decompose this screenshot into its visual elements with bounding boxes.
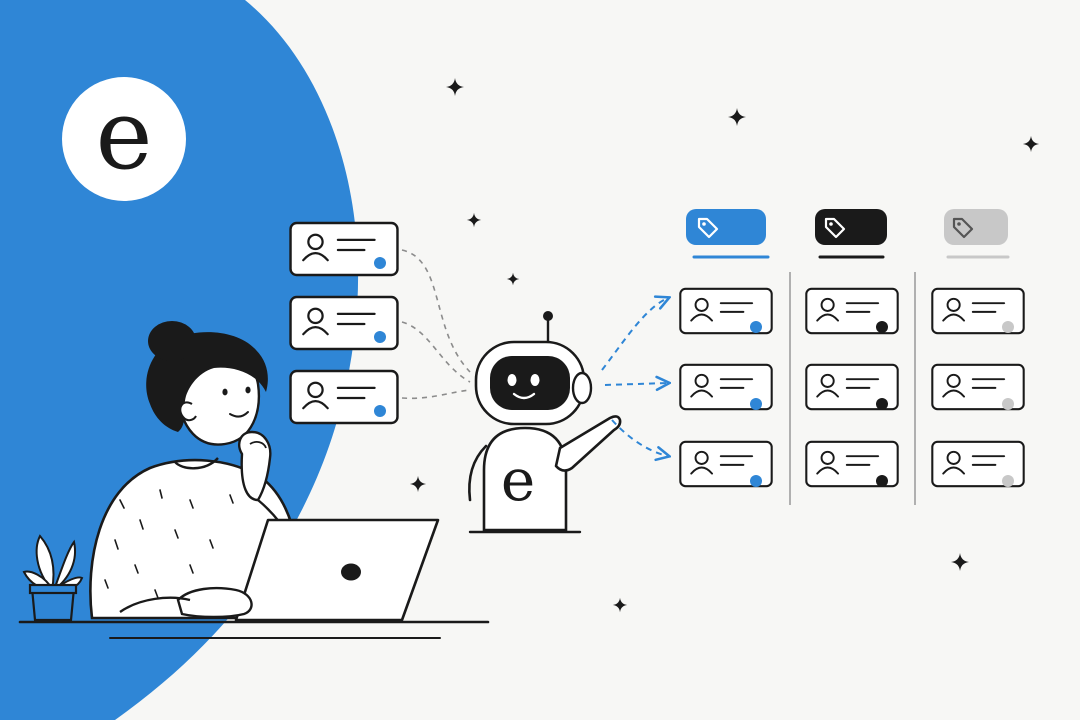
status-dot — [750, 321, 762, 333]
tag-columns — [679, 209, 1025, 505]
tag-column-blue — [679, 209, 773, 488]
output-flow-arrows — [601, 298, 668, 456]
tagged-contact-card — [805, 440, 899, 488]
tag-pill[interactable] — [815, 209, 887, 245]
tag-icon — [697, 217, 719, 239]
potted-plant — [22, 534, 84, 622]
status-dot — [750, 475, 762, 487]
tag-icon — [952, 217, 974, 239]
tagged-contact-card — [931, 363, 1025, 411]
tag-pill[interactable] — [686, 209, 766, 245]
status-dot — [750, 398, 762, 410]
sparkle-icon — [506, 272, 520, 286]
tag-pill[interactable] — [944, 209, 1008, 245]
robot-face-screen — [490, 356, 570, 410]
status-dot — [876, 475, 888, 487]
status-dot — [374, 257, 386, 269]
tag-column-gray — [931, 209, 1025, 488]
laptop — [234, 518, 440, 622]
brand-logo: e — [62, 77, 186, 201]
sparkle-icon — [728, 108, 746, 126]
sparkle-icon — [612, 597, 628, 613]
sparkle-icon — [1022, 135, 1040, 153]
status-dot — [1002, 398, 1014, 410]
status-dot — [374, 405, 386, 417]
tagged-contact-card — [679, 440, 773, 488]
tagged-contact-card — [931, 287, 1025, 335]
tag-icon — [824, 217, 846, 239]
status-dot — [876, 321, 888, 333]
tag-column-black — [805, 209, 899, 488]
hair-bun — [148, 321, 196, 361]
status-dot — [374, 331, 386, 343]
incoming-contact-card — [289, 369, 399, 425]
input-flow-lines — [401, 249, 471, 400]
tagged-contact-card — [931, 440, 1025, 488]
tagged-contact-card — [679, 363, 773, 411]
tagged-contact-card — [805, 287, 899, 335]
woman-with-laptop — [18, 321, 490, 639]
incoming-contact-card — [289, 221, 399, 277]
tagged-contact-card — [805, 363, 899, 411]
sparkle-icon — [446, 78, 464, 96]
sparkle-icon — [466, 212, 482, 228]
status-dot — [1002, 475, 1014, 487]
robot-chest-letter: e — [501, 446, 535, 514]
laptop-logo-icon — [341, 563, 361, 581]
tagged-contact-card — [679, 287, 773, 335]
robot-pointing-arm — [554, 415, 622, 472]
incoming-contact-card — [289, 295, 399, 351]
sparkle-icon — [951, 553, 969, 571]
incoming-contacts — [289, 221, 399, 425]
robot-assistant: e — [468, 311, 622, 534]
brand-logo-letter: e — [96, 79, 153, 191]
status-dot — [1002, 321, 1014, 333]
status-dot — [876, 398, 888, 410]
sparkle-icon — [409, 475, 427, 493]
